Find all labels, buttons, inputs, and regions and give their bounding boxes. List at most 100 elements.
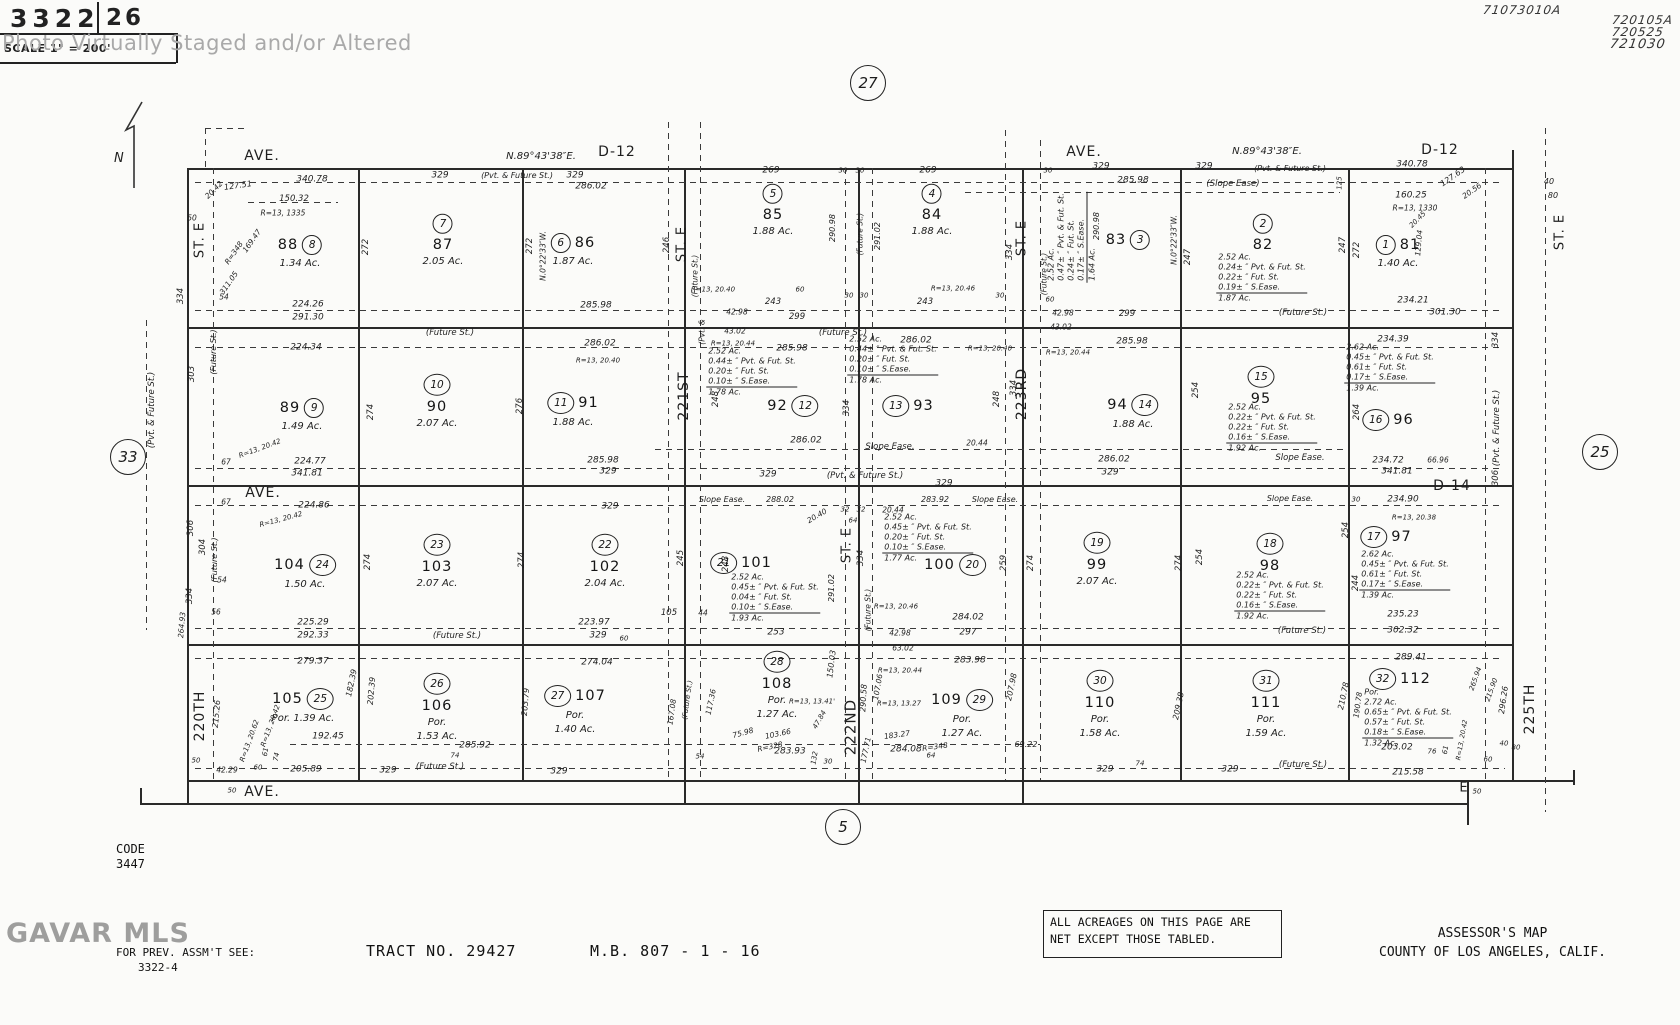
acreage-table-96: 2.62 Ac.0.45± ″ Pvt. & Fut. St.0.61± ″ F… [1344, 343, 1436, 394]
dimension-label: (Future St.) [209, 329, 218, 375]
street-label: D-12 [1421, 142, 1459, 158]
dimension-label: 205.89 [290, 764, 322, 775]
assessor-circle-number: 21 [710, 552, 738, 574]
dimension-label: 254 [1340, 521, 1351, 539]
street-label: AVE. [244, 148, 280, 164]
dimension-label: 43.02 [724, 326, 746, 336]
dimension-label: 54 [695, 752, 705, 761]
dimension-label: 274.04 [581, 657, 613, 668]
acreage-table-98: 2.52 Ac.0.22± ″ Pvt. & Fut. St.0.22± ″ F… [1234, 571, 1326, 622]
dimension-label: 276 [514, 397, 525, 415]
map-line [195, 182, 1500, 184]
parcel-number: 96 [1393, 411, 1414, 428]
dimension-label: 75.98 [731, 725, 755, 740]
dimension-label: Slope Ease. [971, 495, 1019, 504]
dimension-label: 20.44 [966, 438, 988, 448]
acreage-table-93: 2.52 Ac.0.44± ″ Pvt. & Fut. St.0.20± ″ F… [847, 335, 939, 386]
dimension-label: 296.26 [1497, 685, 1510, 715]
parcel-number: 84 [921, 206, 943, 223]
dimension-label: 329 [379, 765, 397, 776]
dimension-label: (Future St.) [863, 588, 873, 632]
dimension-label: 340.78 [296, 174, 328, 185]
acreage-table-row: 0.22± ″ Fut. St. [1236, 590, 1298, 600]
dimension-label: 20.45 [1407, 209, 1428, 230]
dimension-label: 340.78 [1396, 159, 1428, 170]
dimension-label: 259 [998, 554, 1009, 572]
dimension-label: (Future St.) [1278, 307, 1328, 318]
parcel-acreage: 1.53 Ac. [416, 730, 458, 742]
assessor-circle-number: 2 [1252, 213, 1273, 234]
acreage-table-row: 0.17± ″ S.Ease. [1344, 373, 1436, 384]
map-line [140, 803, 1467, 805]
acreage-table-row: 0.17± ″ S.Ease. [1359, 580, 1451, 591]
dimension-label: 30 [855, 166, 865, 175]
assessor-circle-number: 9 [304, 398, 325, 418]
dimension-label: 207.98 [1004, 672, 1019, 702]
dimension-label: 329 [1101, 467, 1119, 478]
parcel-acreage: 1.88 Ac. [552, 417, 594, 428]
parcel-acreage: 1.50 Ac. [284, 579, 326, 590]
dimension-label: 246 [661, 236, 672, 254]
dimension-label: 125 [1335, 176, 1344, 190]
parcel-number: 99 [1086, 556, 1108, 573]
note-line: NET EXCEPT THOSE TABLED. [1050, 932, 1217, 946]
dimension-label: 42.29 [216, 765, 238, 775]
acreage-table-row: 0.47± ″ Pvt. & Fut. St. [1056, 193, 1066, 281]
dimension-label: 54 [217, 575, 227, 585]
map-book-reference: M.B. 807 - 1 - 16 [590, 942, 761, 960]
map-line [213, 168, 215, 780]
acreage-table-row: 0.61± ″ Fut. St. [1361, 569, 1423, 579]
acreage-table-row: 0.24± ″ Pvt. & Fut. St. [1218, 262, 1306, 272]
dimension-label: R=13, 20.40 [575, 356, 621, 365]
acreage-table-row: 0.18± ″ S.Ease. [1362, 728, 1454, 739]
acreage-table-row: 0.57± ″ Fut. St. [1364, 717, 1426, 727]
dimension-label: 285.98 [1117, 175, 1149, 186]
dimension-label: 50 [191, 756, 201, 765]
street-label: 221ST [676, 371, 692, 421]
parcel-acreage: 2.05 Ac. [422, 255, 464, 267]
dimension-label: 245 [675, 549, 686, 567]
dimension-label: 302.32 [1387, 625, 1419, 636]
dimension-label: (Future St.) [415, 761, 465, 772]
acreage-table-row: 2.72 Ac. [1364, 697, 1398, 707]
dimension-label: 265.94 [1467, 665, 1484, 692]
dimension-label: 329 [935, 478, 953, 489]
acreage-table-row: 0.24± ″ Fut. St. [1066, 219, 1076, 281]
map-line [146, 320, 148, 630]
dimension-label: 329 [566, 170, 584, 181]
parcel-acreage: Por. [565, 710, 585, 721]
map-line [205, 128, 245, 130]
map-line [858, 168, 860, 780]
parcel-number: 88 [277, 236, 299, 253]
map-line [195, 505, 1500, 507]
dimension-label: Slope Ease. [698, 495, 746, 504]
acreage-table-row: 1.39 Ac. [1361, 590, 1395, 600]
dimension-label: R=13, 13.27 [876, 699, 922, 708]
dimension-label: 286.02 [900, 335, 932, 346]
acreage-table-row: 1.87 Ac. [1218, 293, 1252, 303]
map-line [1005, 130, 1007, 780]
parcel-number: 107 [575, 687, 606, 704]
dimension-label: R=13, 20.42 [237, 437, 282, 460]
acreage-table-82: 2.52 Ac.0.24± ″ Pvt. & Fut. St.0.22± ″ F… [1216, 253, 1308, 304]
acreage-table-row: 2.52 Ac. [1046, 247, 1056, 281]
map-line [1467, 780, 1469, 825]
map-line [195, 347, 1500, 349]
parcel-acreage: Por. [427, 716, 447, 728]
assessor-circle-number: 11 [547, 392, 575, 414]
dimension-label: R=13, 13.41' [788, 697, 836, 706]
dimension-label: R=13, 20.62 [238, 718, 261, 763]
parcel-number: 83 [1105, 231, 1127, 248]
acreage-table-row: 0.04± ″ Fut. St. [731, 592, 793, 602]
map-line [872, 168, 874, 780]
parcel-number: 87 [432, 236, 454, 253]
parcel-acreage: 1.59 Ac. [1245, 727, 1287, 739]
parcel-number: 102 [589, 558, 621, 575]
dimension-label: R=13, 20.44 [877, 666, 923, 675]
dimension-label: (Pvt. & Future St.) [1491, 389, 1502, 467]
